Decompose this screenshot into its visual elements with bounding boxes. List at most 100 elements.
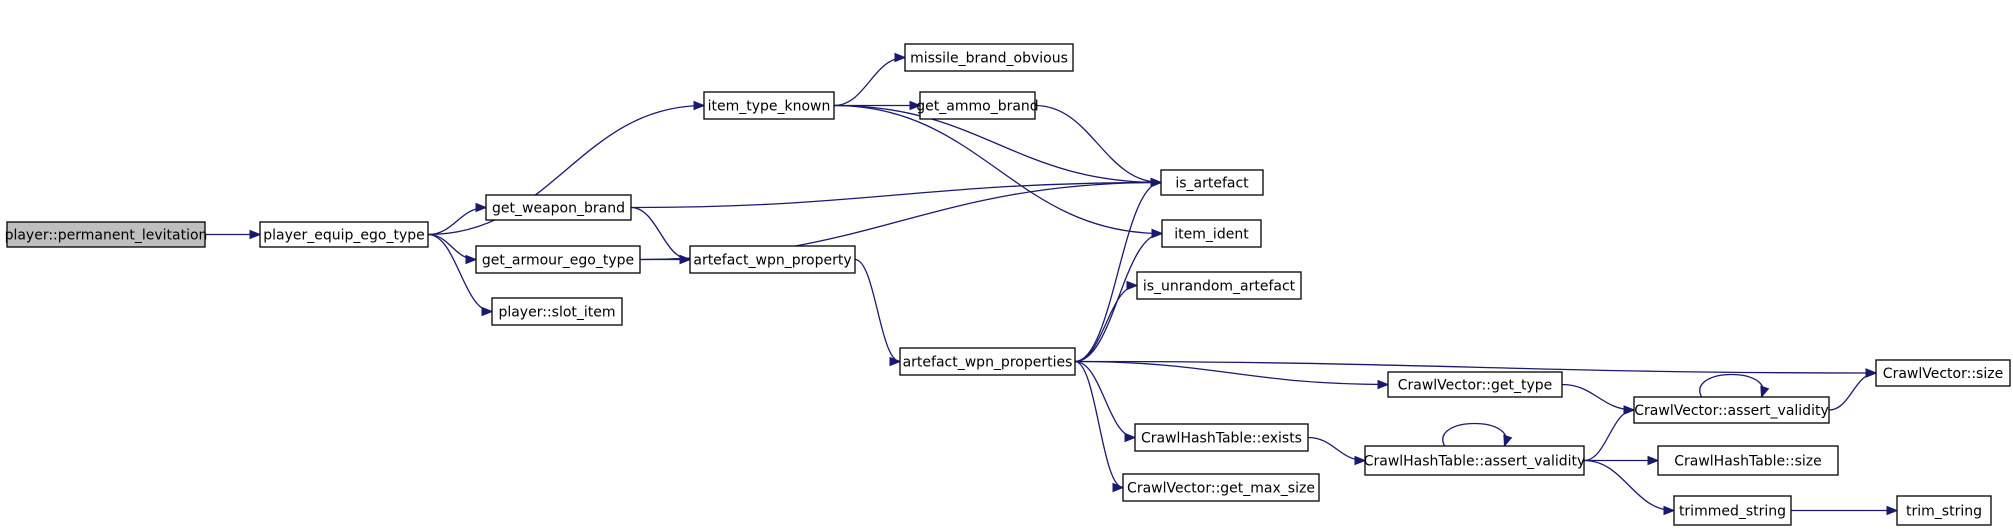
edge-gab-to-isa (1034, 104, 1163, 188)
edge-line (427, 206, 487, 236)
node-box (1657, 445, 1839, 476)
node-cvav[interactable]: CrawlVector::assert_validity (1633, 396, 1830, 424)
node-box (259, 221, 429, 248)
arrowhead-icon (475, 202, 488, 213)
edge-line (1583, 459, 1675, 512)
node-label: player_equip_ego_type (263, 228, 425, 244)
edge-line (1074, 232, 1163, 363)
node-label: artefact_wpn_properties (903, 355, 1073, 371)
node-box (1387, 371, 1563, 398)
node-awps[interactable]: artefact_wpn_properties (899, 347, 1076, 376)
node-box (1122, 473, 1320, 502)
arrowhead-icon (894, 52, 907, 63)
edge-line (1442, 422, 1507, 447)
edge-cvav-to-cvs (1828, 368, 1878, 411)
node-gab[interactable]: get_ammo_brand (916, 91, 1039, 120)
node-box (1160, 169, 1264, 196)
edge-chtav-to-chts (1584, 455, 1660, 466)
node-label: player::slot_item (498, 305, 615, 321)
edge-gwb-to-isa (630, 177, 1163, 209)
arrowhead-icon (1623, 405, 1636, 415)
node-label: get_ammo_brand (916, 99, 1038, 115)
node-label: CrawlVector::get_max_size (1127, 481, 1315, 497)
edge-itk-to-iid (833, 104, 1164, 239)
edge-line (1074, 360, 1124, 489)
node-box (899, 347, 1076, 376)
node-label: CrawlHashTable::assert_validity (1364, 454, 1586, 470)
edge-ts-to-trs (1791, 505, 1899, 516)
node-iua[interactable]: is_unrandom_artefact (1136, 271, 1302, 300)
node-label: CrawlVector::assert_validity (1634, 403, 1828, 419)
arrowhead-icon (1151, 228, 1164, 239)
node-itk[interactable]: item_type_known (703, 91, 835, 120)
node-box (1633, 396, 1830, 424)
node-label: player::permanent_levitation (5, 228, 208, 244)
edge-awps-to-chte (1074, 360, 1137, 443)
node-label: CrawlHashTable::size (1674, 454, 1822, 470)
edge-pet-to-psi (427, 233, 494, 317)
node-cvgt[interactable]: CrawlVector::get_type (1387, 371, 1563, 398)
node-box (1134, 423, 1309, 452)
edge-line (1828, 372, 1877, 411)
edge-line (833, 104, 1162, 184)
node-box (485, 194, 632, 221)
edge-line (854, 258, 901, 363)
arrowhead-icon (1150, 177, 1163, 188)
node-box (475, 245, 641, 274)
edge-line (1561, 383, 1635, 411)
call-edges (205, 52, 1899, 516)
node-label: trimmed_string (1679, 504, 1786, 520)
edge-chtav-to-cvav (1583, 405, 1636, 462)
node-ts[interactable]: trimmed_string (1673, 495, 1792, 526)
edge-line (630, 181, 1162, 209)
function-nodes: player::permanent_levitation player_equip… (5, 43, 2011, 526)
node-label: artefact_wpn_property (693, 253, 851, 269)
edge-awps-to-isa (1074, 177, 1163, 363)
node-label: item_ident (1174, 227, 1249, 243)
node-awp[interactable]: artefact_wpn_property (689, 245, 856, 274)
arrowhead-icon (1377, 379, 1390, 390)
node-gwb[interactable]: get_weapon_brand (485, 194, 632, 221)
node-label: trim_string (1906, 504, 1982, 520)
node-trs[interactable]: trim_string (1896, 495, 1992, 526)
arrowhead-icon (1112, 482, 1125, 493)
node-cvs[interactable]: CrawlVector::size (1875, 359, 2011, 387)
node-isa[interactable]: is_artefact (1160, 169, 1264, 196)
edge-awp-to-awps (854, 258, 902, 367)
edge-pet-to-itk (427, 100, 706, 236)
edge-cvav-to-cvav (1699, 373, 1770, 399)
edge-line (833, 56, 906, 107)
node-psi[interactable]: player::slot_item (491, 297, 623, 326)
arrowhead-icon (249, 229, 262, 240)
arrowhead-icon (679, 254, 692, 265)
edge-line (1074, 284, 1138, 363)
arrowhead-icon (1647, 455, 1660, 466)
arrowhead-icon (693, 100, 706, 111)
node-chte[interactable]: CrawlHashTable::exists (1134, 423, 1309, 452)
node-label: is_artefact (1175, 176, 1249, 192)
edge-awps-to-iid (1074, 228, 1164, 363)
node-box (1673, 495, 1792, 526)
node-label: item_type_known (708, 99, 831, 115)
node-chtav[interactable]: CrawlHashTable::assert_validity (1364, 445, 1586, 476)
node-iid[interactable]: item_ident (1161, 219, 1262, 248)
arrowhead-icon (1865, 368, 1878, 378)
node-gaet[interactable]: get_armour_ego_type (475, 245, 641, 274)
node-label: get_weapon_brand (492, 201, 625, 217)
arrowhead-icon (1354, 455, 1367, 466)
arrowhead-icon (889, 356, 902, 367)
arrowhead-icon (481, 306, 494, 317)
edge-pet-to-gwb (427, 202, 488, 236)
node-pet[interactable]: player_equip_ego_type (259, 221, 429, 248)
node-box (919, 91, 1036, 120)
node-chts[interactable]: CrawlHashTable::size (1657, 445, 1839, 476)
node-box (6, 221, 206, 248)
node-label: missile_brand_obvious (910, 51, 1068, 67)
edge-pet-to-gaet (427, 233, 478, 265)
node-box (1875, 359, 2011, 387)
node-cvgms[interactable]: CrawlVector::get_max_size (1122, 473, 1320, 502)
node-mbo[interactable]: missile_brand_obvious (904, 43, 1074, 72)
node-label: is_unrandom_artefact (1143, 279, 1296, 295)
edge-cvgt-to-cvav (1561, 383, 1636, 415)
edge-chte-to-chtav (1307, 436, 1367, 466)
